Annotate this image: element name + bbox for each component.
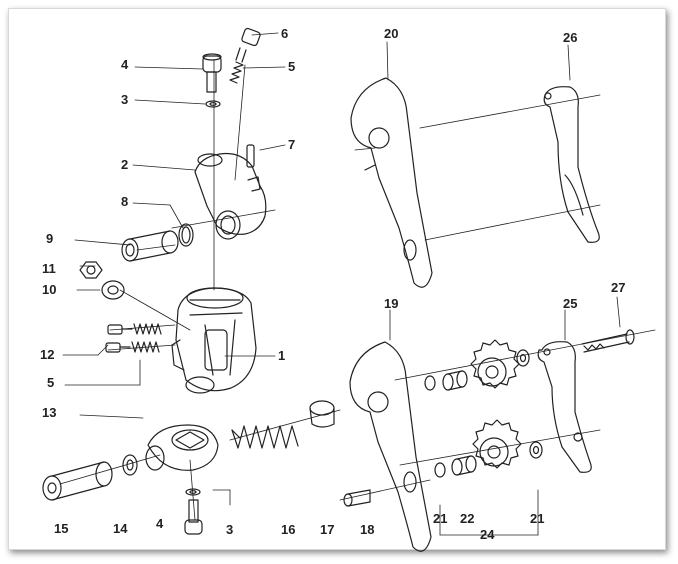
label-9: 9 [46, 231, 54, 246]
label-5: 5 [47, 375, 55, 390]
label-24: 24 [480, 527, 495, 542]
label-12: 12 [40, 347, 55, 362]
part-15-sleeve [42, 461, 113, 501]
label-4: 4 [121, 57, 129, 72]
part-13-lower-pivot [145, 424, 219, 471]
part-19-cage-plate [349, 341, 432, 552]
part-14-washer [122, 454, 138, 476]
part-17-cup [309, 400, 335, 428]
part-2-body [194, 152, 267, 240]
label-8: 8 [121, 194, 129, 209]
part-25-inner-plate [537, 341, 592, 473]
part-10-washer [101, 280, 125, 300]
part-18-bolt [343, 489, 371, 507]
axis-lines [59, 59, 656, 521]
label-13: 13 [42, 405, 57, 420]
part-12-screws [105, 324, 133, 353]
label-3: 3 [121, 92, 129, 107]
label-17: 17 [320, 522, 335, 537]
part-22-bushings [442, 370, 477, 476]
label-4-bottom: 4 [156, 516, 164, 531]
part-11-nut [79, 261, 103, 279]
label-20: 20 [384, 26, 399, 41]
label-21-right: 21 [530, 511, 545, 526]
label-14: 14 [113, 521, 128, 536]
label-15: 15 [54, 521, 69, 536]
label-3-bottom: 3 [226, 522, 234, 537]
label-21: 21 [433, 511, 448, 526]
part-4-bolt-top [202, 53, 222, 93]
label-19: 19 [384, 296, 399, 311]
part-6-screw [235, 27, 261, 63]
part-20-cage-plate [350, 77, 433, 288]
label-7: 7 [288, 137, 296, 152]
label-6: 6 [281, 26, 289, 41]
label-25: 25 [563, 296, 578, 311]
label-10: 10 [42, 282, 57, 297]
diagram-sheet [8, 8, 666, 550]
label-26: 26 [563, 30, 578, 45]
pulley-upper [470, 339, 520, 389]
label-18: 18 [360, 522, 375, 537]
pulley-lower [472, 419, 522, 469]
part-8-ring [178, 223, 194, 247]
label-1: 1 [278, 348, 286, 363]
part-26-inner-plate [543, 86, 600, 243]
label-2: 2 [121, 157, 129, 172]
label-27: 27 [611, 280, 626, 295]
part-16-spring [231, 425, 299, 449]
label-11: 11 [42, 261, 56, 276]
label-5-top: 5 [288, 59, 296, 74]
part-9-bushing [121, 230, 179, 262]
label-22: 22 [460, 511, 475, 526]
part-7-pin [246, 144, 255, 168]
part-21-washers [424, 349, 543, 478]
part-3-washer-top [205, 100, 221, 108]
part-5-spring-top [229, 61, 244, 84]
part-5-springs-mid [131, 323, 162, 353]
label-16: 16 [281, 522, 296, 537]
part-27-bolt [581, 329, 635, 353]
part-1-main-body [171, 287, 257, 394]
part-4-bolt-bottom [184, 499, 203, 535]
part-3-washer-bottom [185, 488, 201, 496]
